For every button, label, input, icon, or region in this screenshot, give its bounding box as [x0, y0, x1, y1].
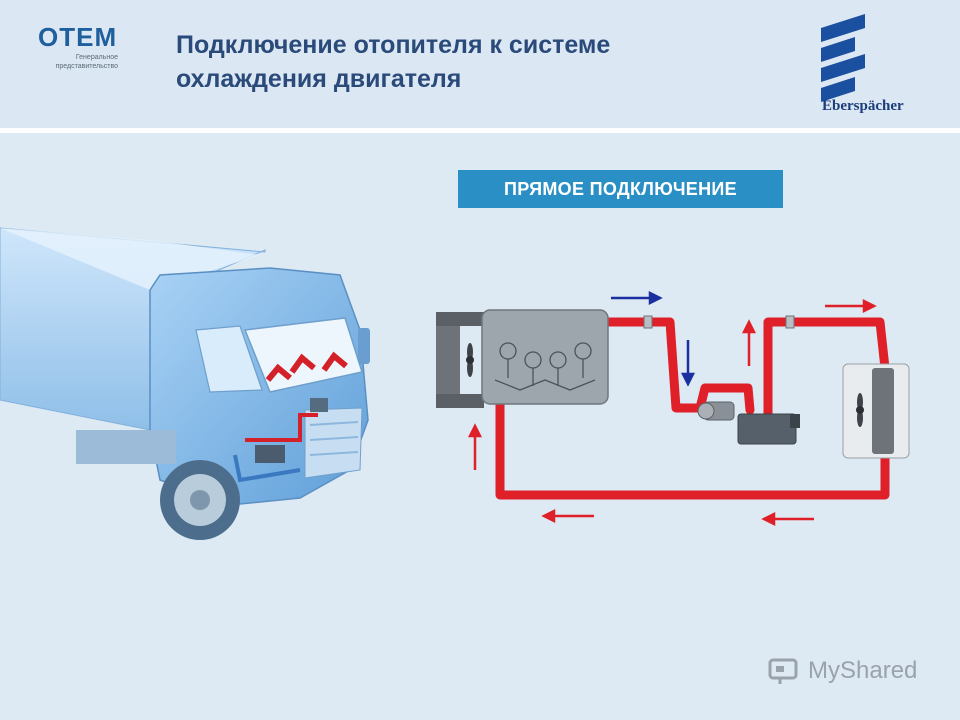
header-divider [0, 128, 960, 133]
eberspacher-logo-icon [821, 14, 865, 102]
heater-unit [737, 413, 800, 445]
watermark-text: MyShared [808, 657, 918, 684]
brand-subtitle: Генеральное представительство [38, 53, 118, 71]
connection-type-badge: ПРЯМОЕ ПОДКЛЮЧЕНИЕ [458, 170, 783, 208]
engine-block [481, 309, 609, 405]
eberspacher-wordmark: Eberspächer [822, 98, 904, 114]
brand-block: OTEM Генеральное представительство [38, 24, 118, 71]
brand-subtitle-line1: Генеральное [75, 54, 118, 61]
cab-heat-exchanger [842, 363, 910, 459]
heat-exchanger-fan-icon [856, 393, 864, 427]
page-title-line1: Подключение отопителя к системе [176, 31, 611, 59]
brand-subtitle-line2: представительство [55, 63, 118, 70]
hot-flow-arrows [467, 298, 877, 527]
coolant-pump [697, 401, 735, 421]
radiator [436, 312, 484, 408]
radiator-fan-icon [466, 343, 474, 377]
cold-flow-arrows [611, 290, 696, 387]
header [0, 0, 960, 128]
page-title-line2: охлаждения двигателя [176, 65, 462, 93]
page-title: Подключение отопителя к системе охлажден… [176, 28, 776, 96]
myshared-logo-icon [768, 658, 798, 684]
watermark: MyShared [768, 656, 917, 686]
otem-logo: OTEM [38, 22, 118, 52]
